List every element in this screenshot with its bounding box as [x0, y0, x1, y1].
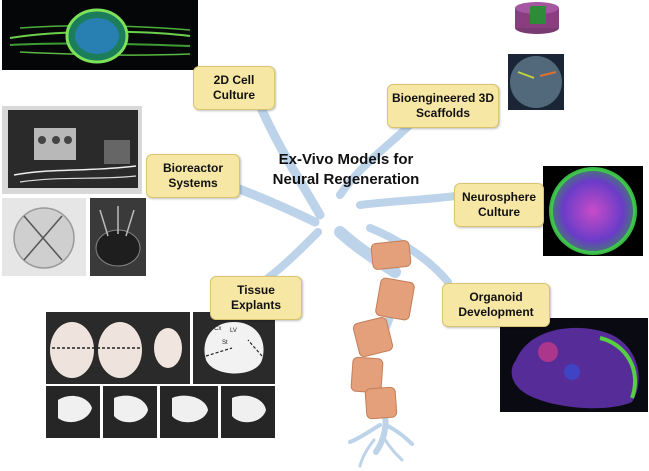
branch-neurosphere — [356, 191, 466, 209]
axon-top — [334, 226, 401, 278]
axon-terminal-right — [384, 423, 414, 446]
branch-organoid — [366, 224, 452, 286]
label-tissue-explants: Tissue Explants — [210, 276, 302, 320]
axon-terminal-left2 — [358, 438, 376, 468]
annotation-lv: LV — [230, 328, 237, 334]
image-organoid — [500, 318, 648, 412]
diagram-title: Ex-Vivo Models for Neural Regeneration — [272, 151, 420, 188]
branch-2d-culture — [257, 105, 325, 220]
myelin-segment — [364, 386, 398, 420]
annotation-st: St — [222, 340, 228, 346]
branch-tissue — [264, 228, 322, 282]
annotation-cx: Cx — [214, 326, 221, 332]
image-bioreactor — [2, 106, 146, 276]
axon-terminal-left — [348, 423, 382, 444]
label-neurosphere-culture: Neurosphere Culture — [454, 183, 544, 227]
myelin-segments — [350, 240, 415, 420]
image-neurosphere — [543, 166, 643, 256]
neuron-branches — [203, 105, 466, 468]
image-2d-culture-fluorescence — [2, 0, 198, 70]
label-organoid-development: Organoid Development — [442, 283, 550, 327]
image-tissue-explants: Cx LV St — [46, 312, 275, 438]
myelin-segment — [350, 356, 384, 394]
myelin-segment — [370, 240, 412, 270]
label-2d-cell-culture: 2D Cell Culture — [193, 66, 275, 110]
label-3d-scaffolds: Bioengineered 3D Scaffolds — [387, 84, 499, 128]
image-scaffolds — [508, 0, 566, 110]
myelin-segment — [352, 316, 394, 358]
axon-terminal-right2 — [382, 436, 404, 462]
label-bioreactor-systems: Bioreactor Systems — [146, 154, 240, 198]
myelin-segment — [375, 277, 415, 321]
